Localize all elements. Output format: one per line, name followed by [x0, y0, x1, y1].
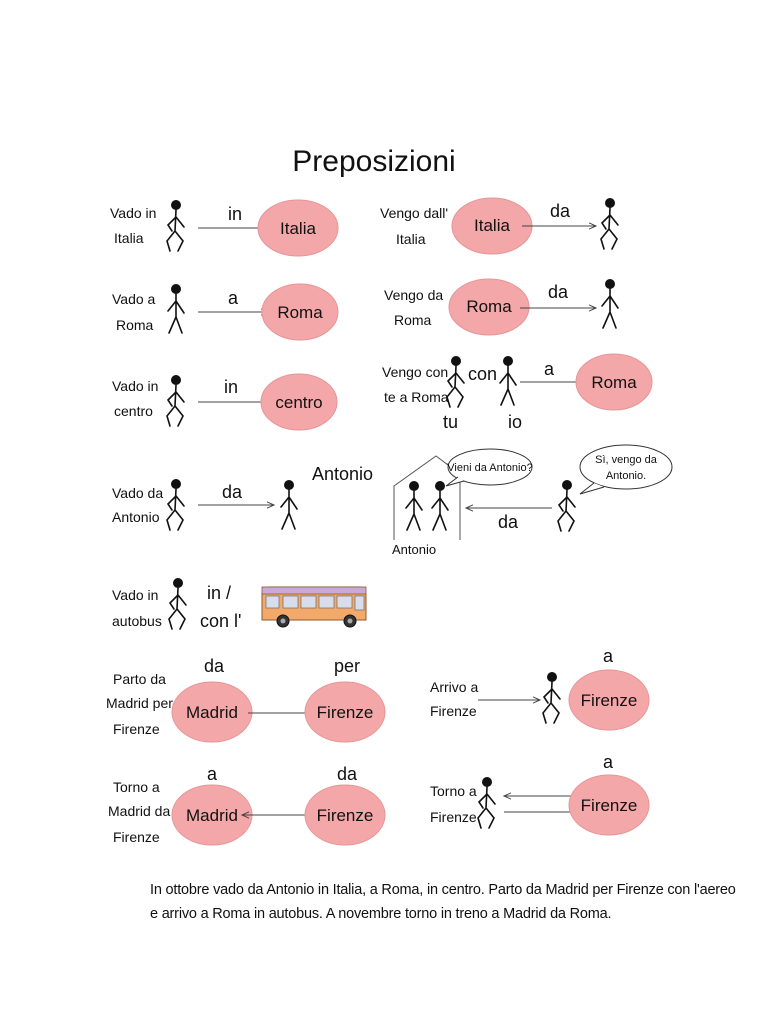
city-to-label: Madrid [186, 806, 238, 825]
row-label-line2: Firenze [430, 703, 477, 719]
preposition-from-label: da [337, 764, 358, 784]
person-io-icon [500, 356, 516, 405]
row-label-line1: Torno a [113, 779, 160, 795]
city-label: Firenze [581, 796, 638, 815]
preposition-label: con [468, 364, 497, 384]
person-icon [602, 279, 618, 328]
row-label-line1: Vado in [112, 587, 158, 603]
row-torno-a-firenze: Torno a Firenze a Firenze [430, 752, 649, 835]
row-label-line2: Italia [114, 230, 144, 246]
row-parto-da-madrid: Parto da Madrid per Firenze da per Madri… [106, 656, 385, 742]
speech-answer-line2: Antonio. [606, 470, 646, 482]
row-label-line2: Italia [396, 231, 426, 247]
person-icon [168, 284, 184, 333]
person-icon [601, 198, 618, 249]
city-label: Roma [277, 303, 323, 322]
row-label-line2: Madrid da [108, 803, 170, 819]
preposition-label: a [603, 752, 614, 772]
city-label: Italia [474, 216, 510, 235]
city-label: Firenze [581, 691, 638, 710]
person-icon [543, 672, 560, 723]
person-io-label: io [508, 412, 522, 432]
row-vengo-con-te: Vengo con te a Roma con tu io a Roma [382, 354, 652, 432]
row-label-line3: Firenze [113, 829, 160, 845]
row-label-line2: autobus [112, 613, 162, 629]
page-title: Preposizioni [292, 145, 455, 178]
preposition-to-label: per [334, 656, 360, 676]
person-name-label: Antonio [312, 464, 373, 484]
antonio-person-icon [406, 481, 422, 530]
row-label-line2: centro [114, 403, 153, 419]
row-label-line2: Roma [116, 317, 154, 333]
city-to-label: Firenze [317, 703, 374, 722]
row-label-line1: Arrivo a [430, 679, 478, 695]
caption-paragraph: In ottobre vado da Antonio in Italia, a … [150, 878, 630, 926]
row-label-line2: Firenze [430, 809, 477, 825]
preposition-from-label: da [204, 656, 225, 676]
preposition-label-line2: con l' [200, 611, 241, 631]
friend-person-icon [432, 481, 448, 530]
person-tu-icon [447, 356, 464, 407]
person-icon [478, 777, 495, 828]
person-name-label: Antonio [392, 542, 436, 557]
speech-answer-line1: Sì, vengo da [595, 454, 658, 466]
caption-line2: e arrivo a Roma in autobus. A novembre t… [150, 902, 630, 926]
row-label-line2: Madrid per [106, 695, 173, 711]
preposition-label: in [228, 204, 242, 224]
row-label-line1: Vengo con [382, 364, 448, 380]
row-label-line2: Antonio [112, 509, 160, 525]
person-icon [167, 200, 184, 251]
preposition-label: a [228, 288, 239, 308]
row-label-line1: Vado da [112, 485, 163, 501]
row-label-line1: Vado in [110, 205, 156, 221]
row-label-line1: Vengo dall' [380, 205, 448, 221]
city-label: Roma [591, 373, 637, 392]
row-label-line3: Firenze [113, 721, 160, 737]
city-from-label: Firenze [317, 806, 374, 825]
row-label-line2: Roma [394, 312, 432, 328]
preposition-label: da [222, 482, 243, 502]
preposition-label: da [550, 201, 571, 221]
person-icon [167, 375, 184, 426]
row-label-line1: Vado a [112, 291, 156, 307]
row-torno-a-madrid: Torno a Madrid da Firenze a da Madrid Fi… [108, 764, 385, 845]
row-arrivo-a-firenze: Arrivo a Firenze a Firenze [430, 646, 649, 730]
row-label-line1: Vado in [112, 378, 158, 394]
speech-question-text: Vieni da Antonio? [447, 462, 532, 474]
row-label-line1: Vengo da [384, 287, 443, 303]
row-vengo-dall-italia: Vengo dall' Italia Italia da [380, 198, 618, 254]
city-label: centro [275, 393, 322, 412]
speech-bubble-answer [580, 445, 672, 489]
person-icon [167, 479, 184, 530]
preposition-label: da [498, 512, 519, 532]
preposition-label: a [544, 359, 555, 379]
city-label: Italia [280, 219, 316, 238]
caption-line1: In ottobre vado da Antonio in Italia, a … [150, 878, 630, 902]
antonio-house-scene: Antonio Vieni da Antonio? Sì, vengo da A… [392, 445, 672, 557]
preposition-label: da [548, 282, 569, 302]
row-vado-in-italia: Vado in Italia in Italia [110, 200, 338, 256]
person-icon [558, 480, 575, 531]
preposition-to-label: a [207, 764, 218, 784]
row-vado-in-autobus: Vado in autobus in / con l' [112, 578, 366, 631]
row-vado-da-antonio: Vado da Antonio da Antonio [112, 464, 373, 530]
row-label-line2: te a Roma [384, 389, 449, 405]
row-vengo-da-roma: Vengo da Roma Roma da [384, 279, 618, 335]
row-vado-a-roma: Vado a Roma a Roma [112, 284, 338, 340]
antonio-person-icon [281, 480, 297, 529]
row-label-line1: Torno a [430, 783, 477, 799]
preposition-label-line1: in / [207, 583, 231, 603]
city-from-label: Madrid [186, 703, 238, 722]
person-tu-label: tu [443, 412, 458, 432]
preposition-label: a [603, 646, 614, 666]
city-label: Roma [466, 297, 512, 316]
person-icon [169, 578, 186, 629]
row-label-line1: Parto da [113, 671, 166, 687]
row-vado-in-centro: Vado in centro in centro [112, 374, 337, 430]
bus-icon [262, 587, 366, 627]
preposition-label: in [224, 377, 238, 397]
